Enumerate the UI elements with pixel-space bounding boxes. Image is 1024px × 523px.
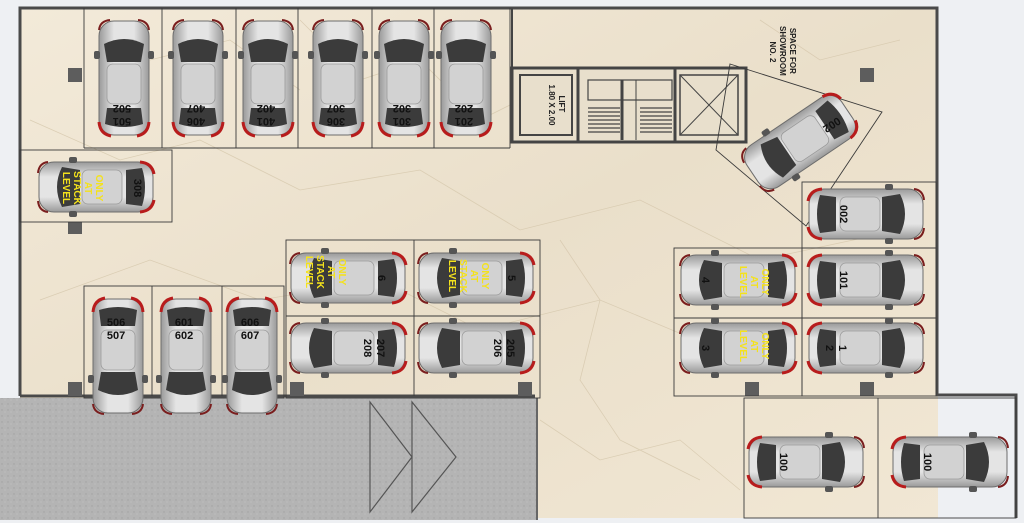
car-100-right bbox=[890, 430, 1010, 494]
car-101 bbox=[806, 248, 926, 312]
car-406: 406407 bbox=[166, 18, 230, 138]
svg-text:306307: 306307 bbox=[327, 102, 345, 127]
columns bbox=[68, 68, 874, 396]
car-306: 306307 bbox=[306, 18, 370, 138]
car-100-right-label: 100 bbox=[921, 453, 933, 471]
svg-text:401402: 401402 bbox=[257, 102, 275, 127]
stack-note-5: ONLYATSTACKLEVEL bbox=[446, 259, 490, 293]
stack-note-308: ONLYATSTACKLEVEL bbox=[60, 171, 104, 205]
svg-text:201202: 201202 bbox=[455, 102, 473, 127]
car-201: 201202 bbox=[434, 18, 498, 138]
car-401: 401402 bbox=[236, 18, 300, 138]
svg-text:501502: 501502 bbox=[113, 102, 131, 127]
car-5-label: 5 bbox=[505, 275, 517, 281]
car-4-label: 4 bbox=[699, 277, 711, 284]
car-501: 501502 bbox=[92, 18, 156, 138]
lift-core bbox=[510, 8, 748, 144]
car-1-label: 12 bbox=[823, 345, 848, 351]
stack-note-4: ONLYATLEVEL bbox=[737, 266, 770, 298]
car-6-label: 6 bbox=[375, 275, 387, 281]
car-002-angled: 002 bbox=[733, 83, 867, 201]
car-3-label: 3 bbox=[699, 345, 711, 351]
svg-text:301302: 301302 bbox=[393, 102, 411, 127]
bay-lines bbox=[19, 8, 1017, 519]
stack-note-6: ONLYATSTACKLEVEL bbox=[303, 255, 347, 289]
car-100-left bbox=[746, 430, 866, 494]
car-100-left-label: 100 bbox=[777, 453, 789, 471]
car-207 bbox=[288, 316, 408, 380]
stack-note-3: ONLYATLEVEL bbox=[737, 330, 770, 362]
ramp bbox=[0, 398, 536, 520]
ramp-arrows bbox=[369, 400, 457, 514]
svg-text:406407: 406407 bbox=[187, 102, 205, 127]
car-101-label: 101 bbox=[837, 271, 849, 289]
car-002 bbox=[806, 182, 926, 246]
car-301: 301302 bbox=[372, 18, 436, 138]
car-207-label: 207208 bbox=[361, 339, 386, 357]
car-002-label: 002 bbox=[837, 205, 849, 223]
car-205-label: 205206 bbox=[491, 339, 516, 357]
lift-label: LIFT 1.80 X 2.00 bbox=[547, 85, 566, 126]
car-308-label: 308 bbox=[131, 179, 143, 197]
showroom-label: SPACE FOR SHOWROOM NO. 2 bbox=[768, 26, 797, 78]
cars-layer: 501502 406407 401402 306307 301302 20120… bbox=[36, 18, 1010, 494]
